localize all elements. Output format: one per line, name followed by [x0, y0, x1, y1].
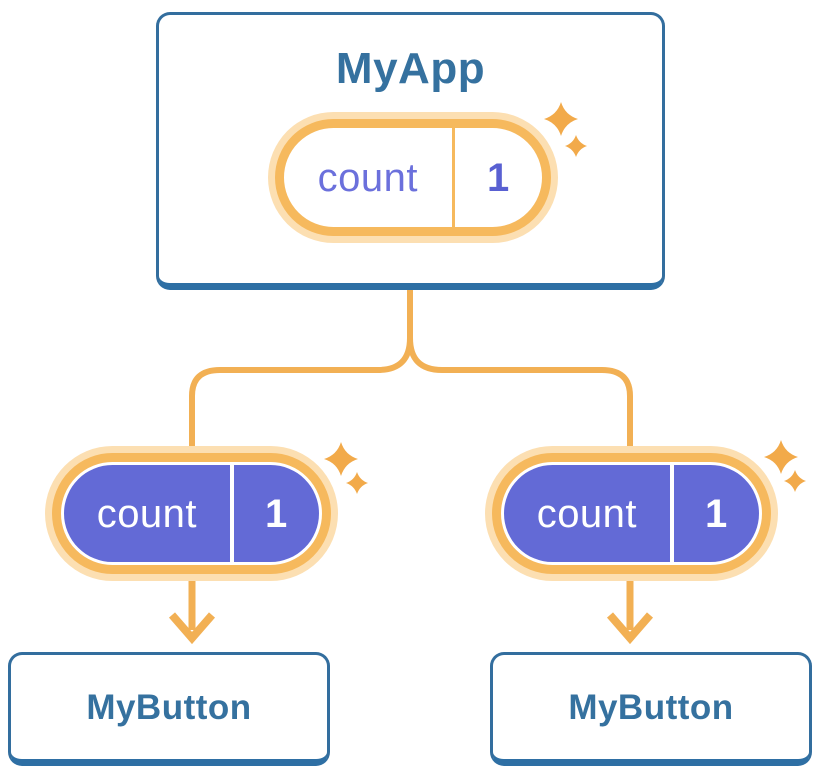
state-name: count [317, 155, 419, 200]
state-value: 1 [705, 491, 728, 536]
state-pill-ring: count 1 [275, 119, 551, 236]
state-pill-ring: count 1 [492, 453, 771, 574]
arrow-down-icon [606, 578, 654, 645]
state-pill-left: count 1 [45, 446, 338, 581]
state-name: count [96, 491, 198, 536]
state-value: 1 [265, 491, 288, 536]
state-value: 1 [486, 155, 510, 200]
pill-divider [669, 465, 674, 562]
state-pill-root: count 1 [268, 112, 558, 243]
component-title: MyButton [86, 687, 252, 727]
connector-left-branch [189, 287, 413, 452]
state-pill-right: count 1 [485, 446, 778, 581]
connector-right-branch [407, 287, 633, 452]
component-title: MyApp [335, 44, 486, 93]
arrow-down-icon [168, 578, 216, 645]
mybutton-card-right: MyButton [490, 652, 812, 766]
component-title: MyButton [568, 687, 734, 727]
pill-divider [451, 128, 455, 227]
state-name: count [536, 491, 638, 536]
state-pill-ring: count 1 [52, 453, 331, 574]
mybutton-card-left: MyButton [8, 652, 330, 766]
pill-divider [229, 465, 234, 562]
